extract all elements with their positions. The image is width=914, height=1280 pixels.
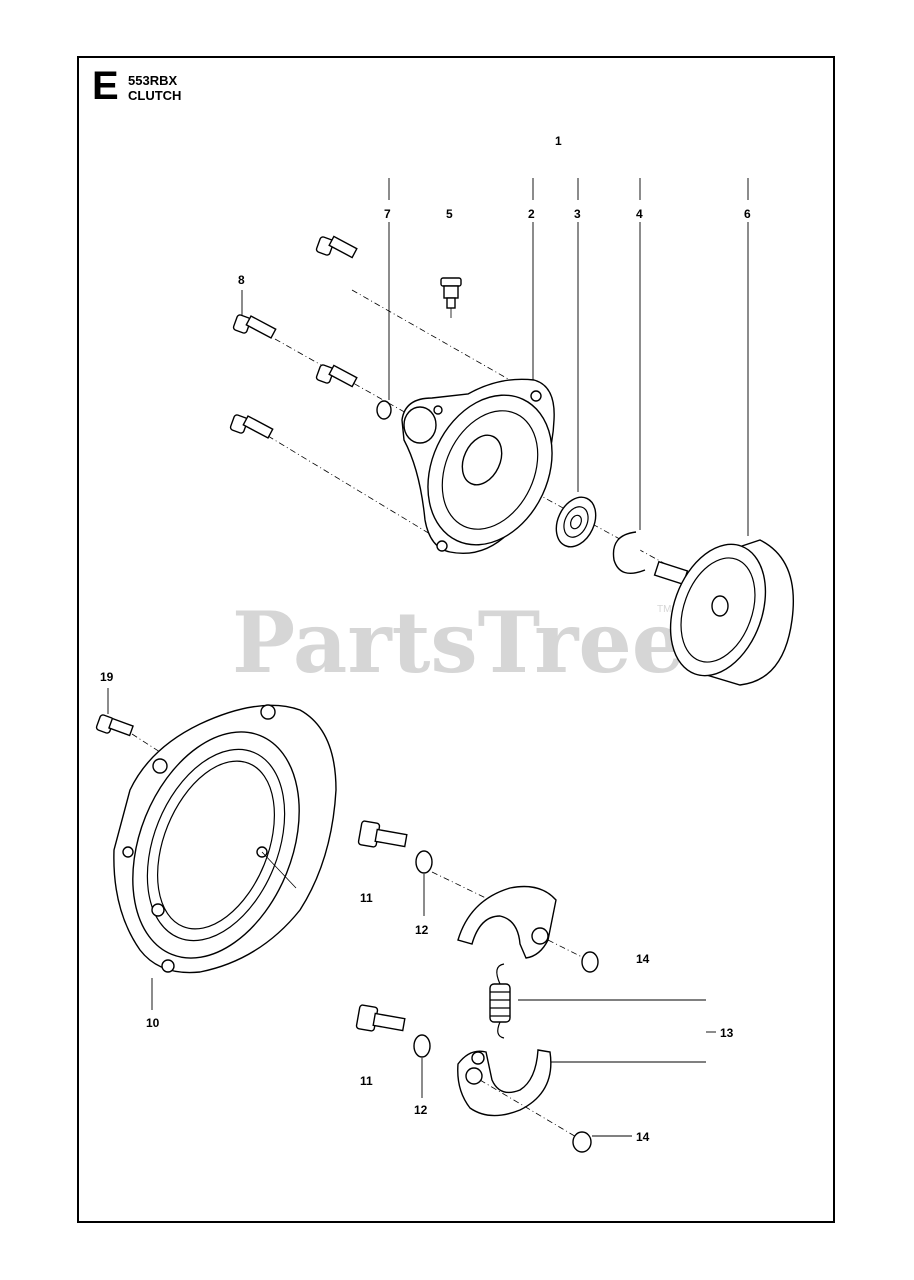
clutch-cover-icon	[113, 704, 337, 974]
callout-7: 7	[384, 207, 391, 221]
section-name: CLUTCH	[128, 88, 182, 103]
axis-shoe-lower	[479, 1079, 579, 1139]
shoe-washer-14-upper-icon	[581, 951, 599, 973]
callout-4: 4	[636, 207, 643, 221]
shoe-bolt-lower-icon	[355, 1004, 406, 1032]
callout-19: 19	[100, 670, 114, 684]
clutch-drum-icon	[653, 539, 794, 686]
screw-bottom-icon	[229, 414, 274, 439]
screw-top-icon	[315, 235, 358, 259]
callout-2: 2	[528, 207, 535, 221]
callout-12-upper: 12	[415, 923, 429, 937]
shoe-washer-14-lower-icon	[572, 1131, 592, 1153]
circlip-icon	[612, 531, 646, 574]
clutch-spring-icon	[489, 963, 511, 1039]
axis-screw-top	[351, 289, 525, 389]
clutch-shoe-upper-icon	[457, 885, 557, 959]
callout-8: 8	[238, 273, 245, 287]
callout-11-upper: 11	[360, 891, 373, 905]
callout-12-lower: 12	[414, 1103, 428, 1117]
screw-19-icon	[95, 714, 134, 737]
callout-5: 5	[446, 207, 453, 221]
washer-7-icon	[376, 400, 392, 420]
callout-10: 10	[146, 1016, 160, 1030]
axis-shoe-upper	[431, 871, 491, 901]
screw-middle-icon	[315, 364, 358, 388]
clutch-housing-icon	[401, 378, 555, 554]
callout-3: 3	[574, 207, 581, 221]
callout-13: 13	[720, 1026, 734, 1040]
axis-screw-19	[131, 733, 161, 753]
callout-14-upper: 14	[636, 952, 650, 966]
watermark-trademark: TM	[657, 604, 671, 615]
screw-8-icon	[232, 314, 277, 339]
shoe-bolt-upper-icon	[357, 820, 408, 848]
axis-screw-bottom	[267, 435, 441, 541]
callout-11-lower: 11	[360, 1074, 373, 1088]
shoe-washer-upper-icon	[415, 850, 433, 874]
callout-14-lower: 14	[636, 1130, 650, 1144]
grease-nipple-icon	[440, 277, 462, 318]
model-code: 553RBX	[128, 73, 178, 88]
clutch-shoe-lower-icon	[457, 1049, 552, 1117]
diagram-frame	[77, 56, 835, 1223]
watermark-text: PartsTree	[232, 593, 685, 692]
axis-shoe-upper-right	[547, 939, 589, 961]
shoe-washer-lower-icon	[413, 1034, 431, 1058]
callout-6: 6	[744, 207, 751, 221]
callout-1: 1	[555, 134, 562, 148]
bearing-icon	[555, 496, 597, 548]
section-letter: E	[92, 64, 119, 108]
